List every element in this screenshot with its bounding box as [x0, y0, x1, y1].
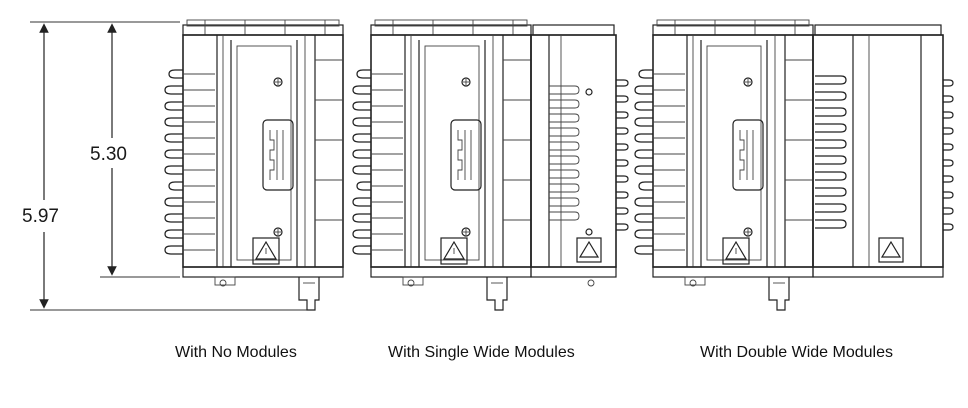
chassis-double-wide [634, 19, 814, 311]
chassis-single-wide [352, 19, 532, 311]
dimension-body-height [100, 23, 180, 278]
caption-double-wide: With Double Wide Modules [700, 344, 893, 361]
caption-no-modules: With No Modules [175, 344, 297, 361]
double-wide-module [812, 24, 954, 278]
chassis-no-modules [164, 19, 344, 311]
dimension-overall-height [30, 21, 310, 311]
overall-height-label: 5.97 [22, 206, 59, 227]
single-wide-module [530, 24, 629, 287]
caption-single-wide: With Single Wide Modules [388, 344, 575, 361]
body-height-label: 5.30 [90, 144, 127, 165]
